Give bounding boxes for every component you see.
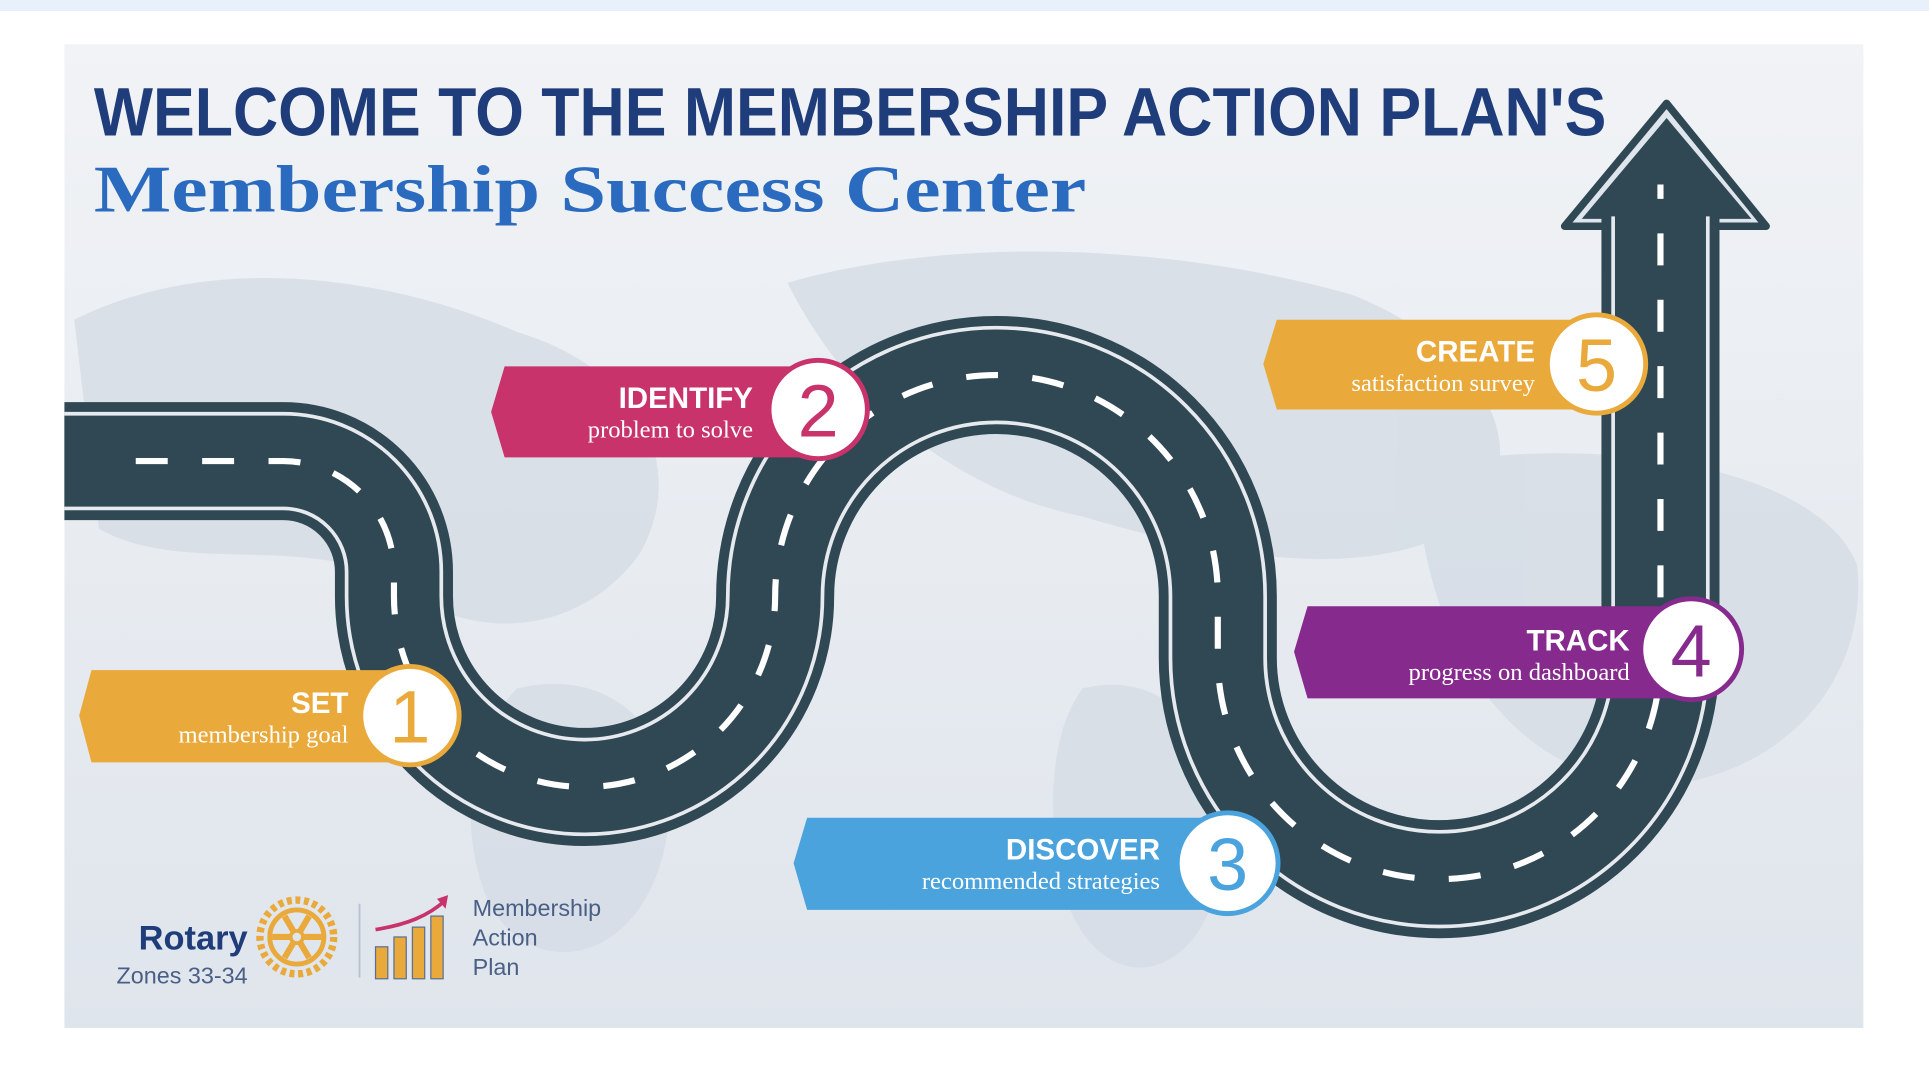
step-heading: IDENTIFY (619, 382, 754, 415)
top-strip (0, 0, 1929, 11)
step-number: 1 (389, 676, 430, 759)
zones-label: Zones 33-34 (116, 963, 247, 989)
page-title: WELCOME TO THE MEMBERSHIP ACTION PLAN'S (94, 73, 1606, 150)
step-detail: satisfaction survey (1351, 370, 1535, 397)
step-number: 4 (1671, 609, 1712, 692)
map-logo-line3: Plan (473, 954, 520, 980)
step-discover: DISCOVER recommended strategies 3 (793, 810, 1281, 917)
rotary-wordmark: Rotary (139, 919, 248, 957)
bar-chart-growth-icon (374, 895, 449, 980)
step-detail: progress on dashboard (1409, 659, 1630, 686)
step-detail: problem to solve (588, 417, 753, 444)
map-logo-line1: Membership (473, 895, 602, 921)
step-detail: membership goal (178, 722, 348, 749)
step-heading: TRACK (1526, 624, 1630, 657)
step-create: CREATE satisfaction survey 5 (1263, 312, 1649, 416)
step-heading: CREATE (1416, 336, 1535, 369)
step-set: SET membership goal 1 (79, 663, 462, 768)
page-subtitle: Membership Success Center (94, 153, 1086, 226)
step-number: 2 (798, 370, 839, 453)
rotary-wheel-icon (256, 896, 338, 978)
map-logo-line2: Action (473, 925, 538, 951)
step-identify: IDENTIFY problem to solve 2 (491, 357, 870, 462)
step-heading: DISCOVER (1006, 834, 1160, 867)
step-detail: recommended strategies (922, 868, 1160, 895)
step-number: 5 (1576, 324, 1617, 407)
membership-action-plan-logo: Membership Action Plan (374, 895, 602, 980)
step-track: TRACK progress on dashboard 4 (1294, 596, 1745, 703)
step-heading: SET (291, 687, 348, 720)
step-number: 3 (1207, 823, 1248, 906)
rotary-logo: Rotary Zones 33-34 (116, 896, 361, 989)
